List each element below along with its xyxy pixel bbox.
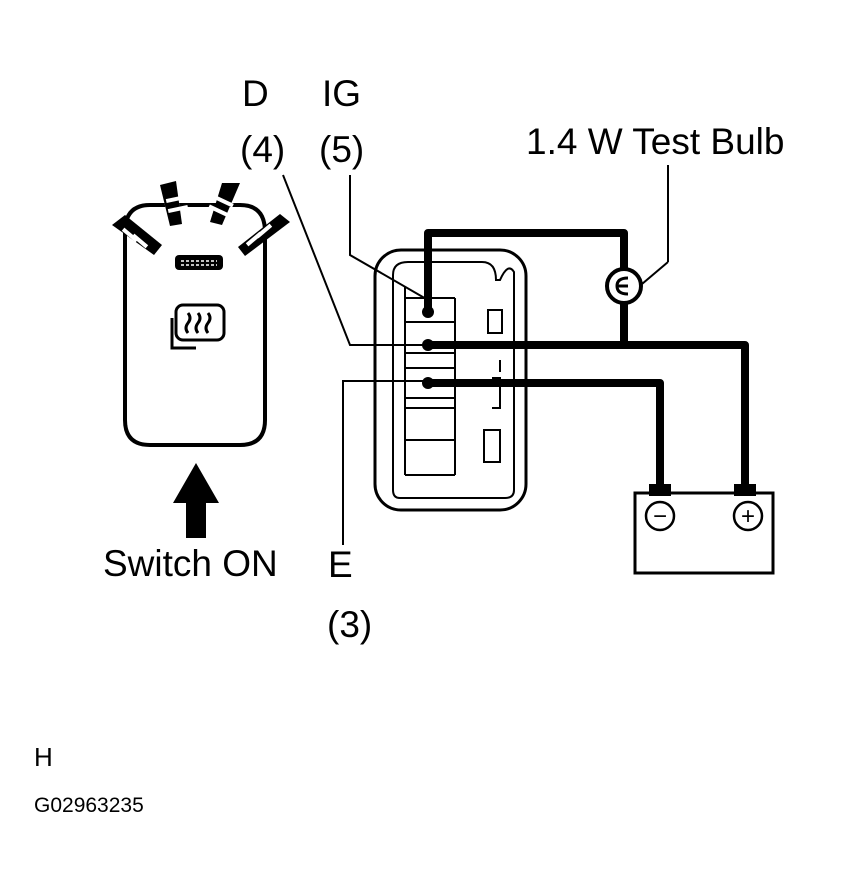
- switch-knob: [112, 181, 290, 447]
- leader-lines: [282, 165, 669, 545]
- seat-heater-icon: [170, 303, 226, 350]
- test-bulb-label: 1.4 W Test Bulb: [526, 121, 784, 162]
- indicator-light-icon: [175, 255, 223, 270]
- switch-state-label: Switch ON: [103, 543, 278, 584]
- svg-text:+: +: [741, 503, 755, 530]
- terminal-e-label: E: [328, 544, 353, 585]
- up-arrow-icon: [173, 463, 219, 538]
- indicator-rays: [112, 181, 290, 256]
- battery: − +: [633, 484, 775, 575]
- terminal-e-dot: [422, 377, 434, 389]
- terminal-e-pin: (3): [327, 604, 372, 645]
- terminal-ig-pin: (5): [319, 129, 364, 170]
- figure-id: G02963235: [34, 794, 144, 817]
- wire-d-to-positive: [428, 341, 749, 488]
- wire-e-to-negative: [428, 379, 664, 488]
- wiring: [424, 229, 749, 488]
- leader-e: [342, 380, 428, 545]
- wire-ig-to-bulb: [424, 229, 628, 312]
- svg-text:−: −: [653, 503, 667, 530]
- corner-letter: H: [34, 742, 53, 772]
- terminal-ig-dot: [422, 306, 434, 318]
- leader-ig: [349, 175, 429, 301]
- battery-negative-terminal: −: [644, 500, 676, 532]
- test-bulb-icon: [605, 267, 643, 305]
- terminal-ig-label: IG: [322, 73, 361, 114]
- terminal-d-label: D: [242, 73, 269, 114]
- terminal-d-pin: (4): [240, 129, 285, 170]
- leader-d: [282, 174, 428, 346]
- battery-positive-terminal: +: [732, 500, 764, 532]
